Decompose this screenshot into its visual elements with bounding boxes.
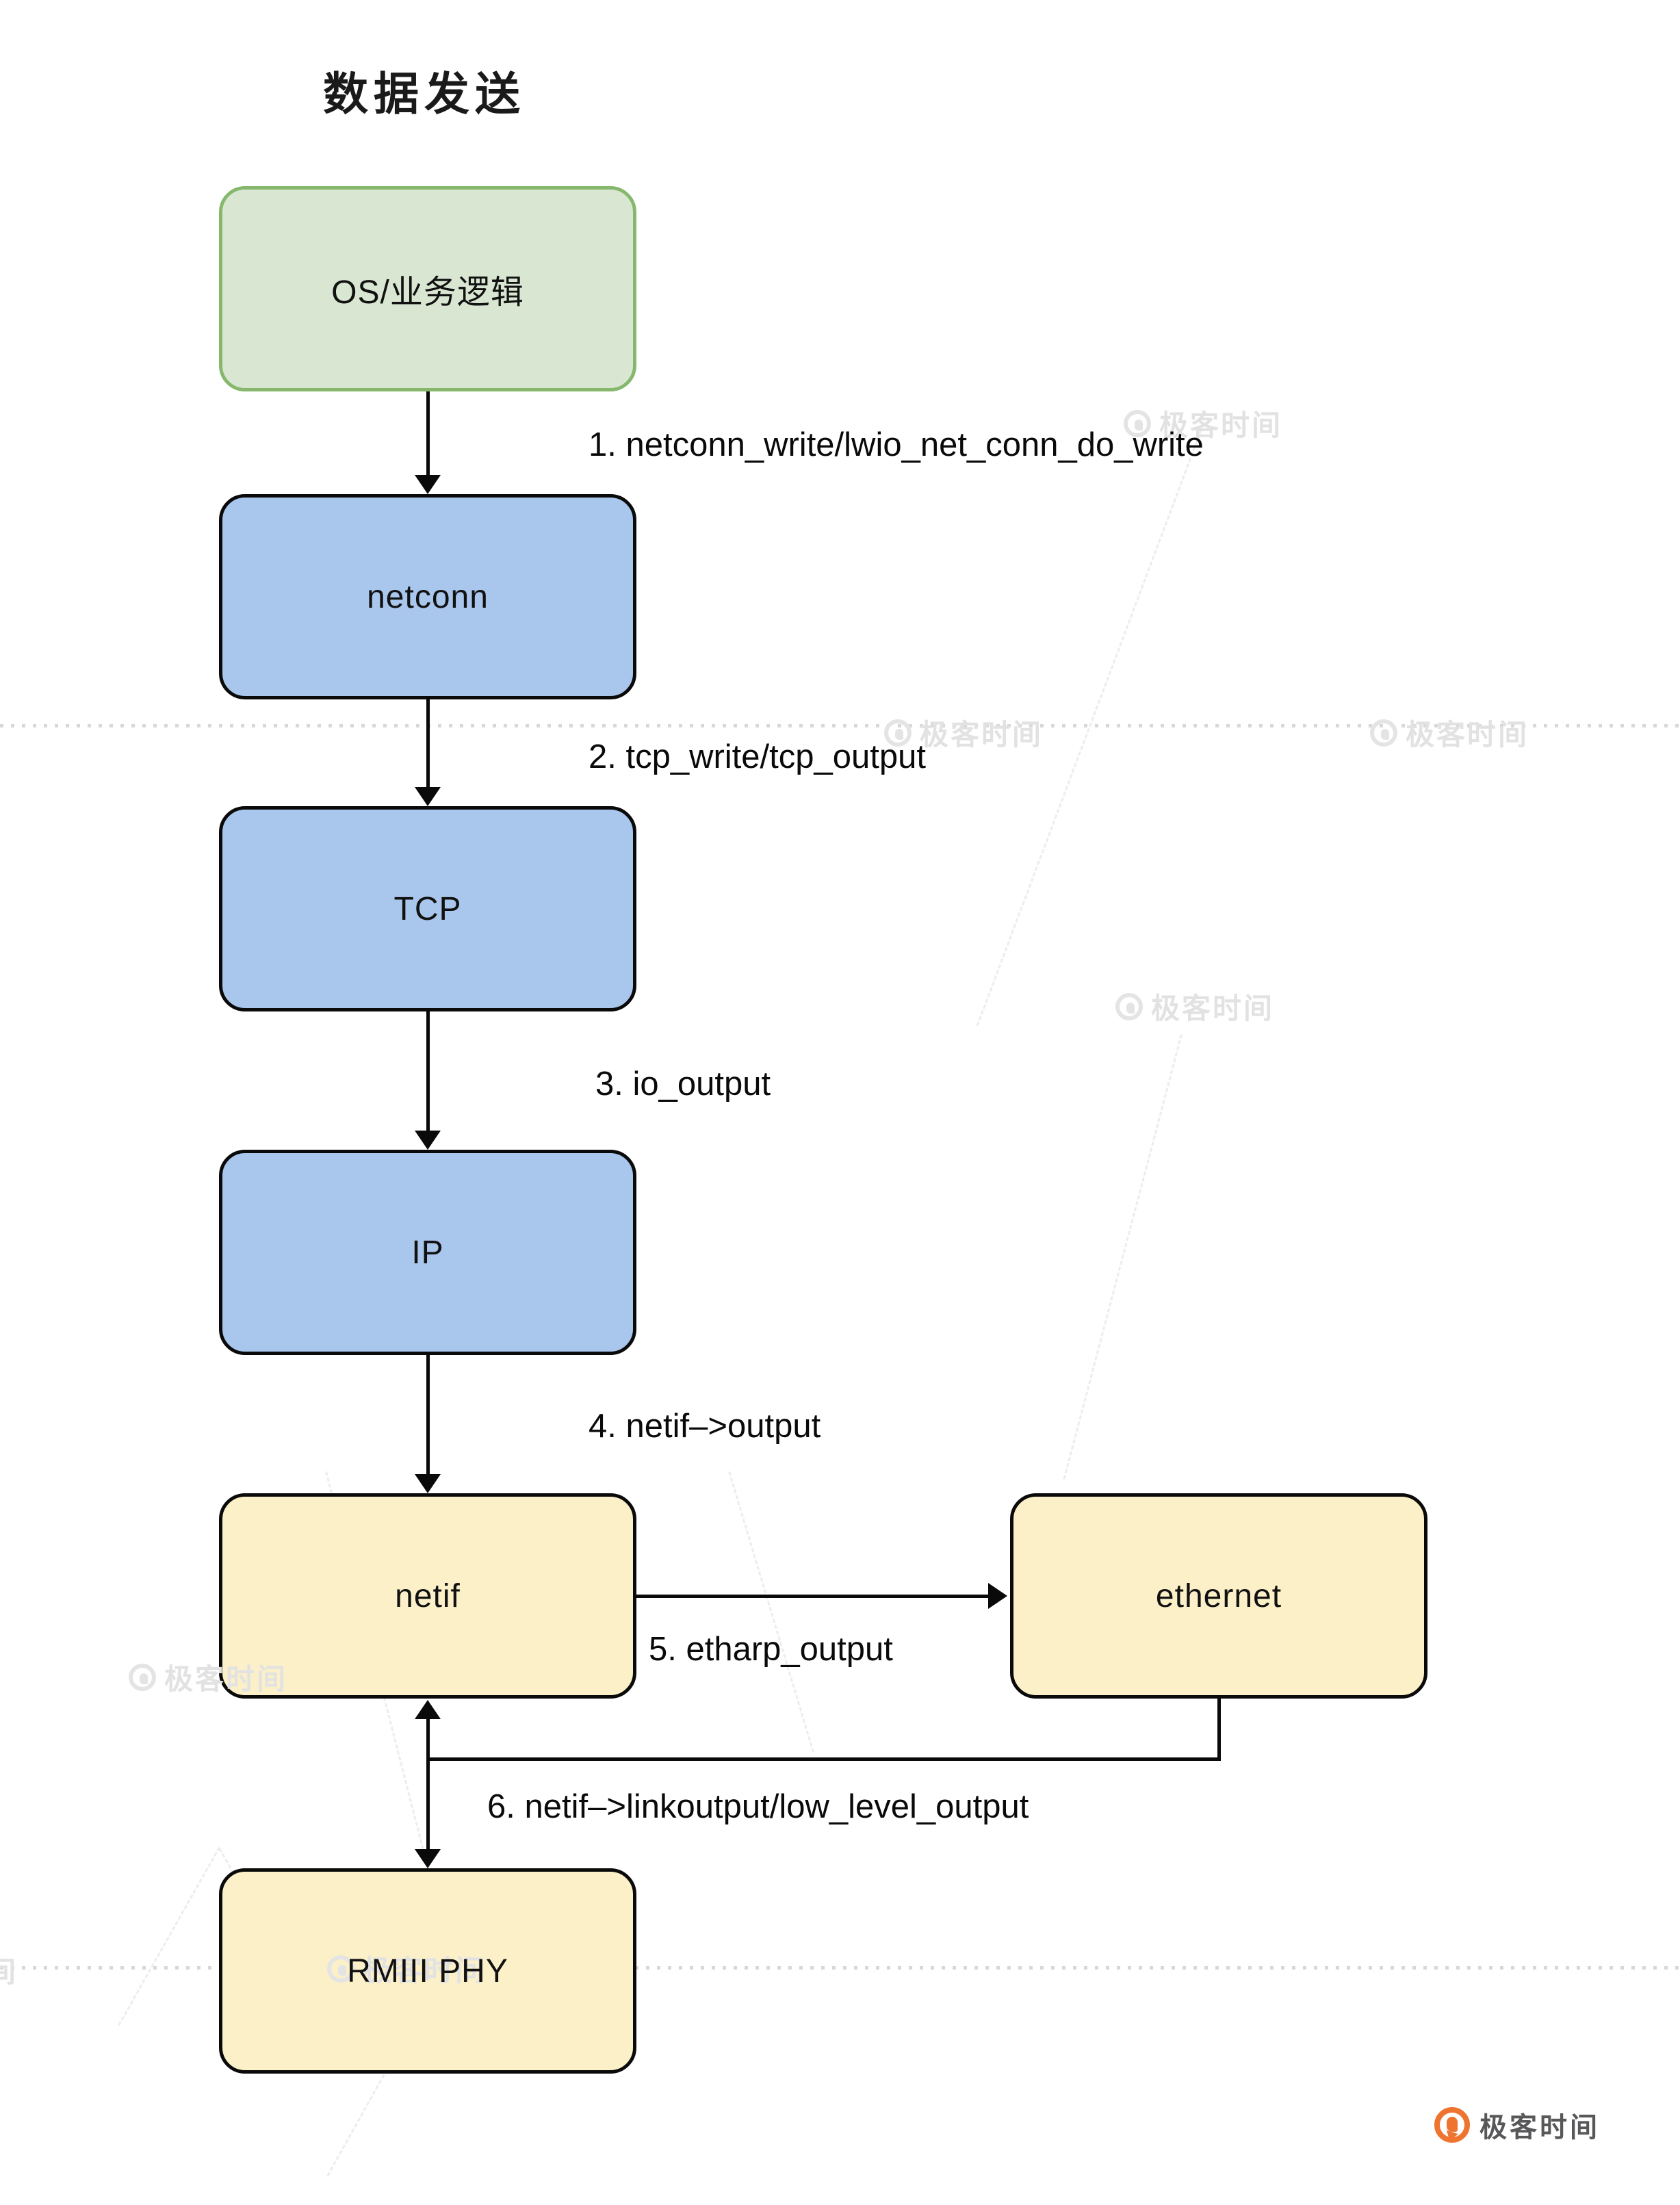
geektime-logo-icon bbox=[884, 719, 912, 747]
geektime-logo-icon bbox=[1124, 409, 1151, 437]
page-title: 数据发送 bbox=[323, 68, 526, 119]
arrowhead-down-icon bbox=[415, 1849, 441, 1868]
watermark-text: 极客时间 bbox=[164, 1663, 288, 1695]
geektime-brand-text: 极客时间 bbox=[1479, 2113, 1600, 2143]
edge-label-1: 1. netconn_write/lwio_net_conn_do_write bbox=[589, 426, 1204, 463]
node-tcp: TCP bbox=[219, 806, 636, 1011]
geektime-logo-icon bbox=[129, 1663, 156, 1691]
node-rmii-phy: RMIII PHY bbox=[219, 1868, 636, 2074]
geektime-logo-icon bbox=[1434, 2107, 1470, 2143]
node-label: IP bbox=[411, 1234, 444, 1271]
arrow-netif-rmii-double bbox=[426, 1716, 430, 1852]
watermark-partial: 时间 bbox=[0, 1949, 18, 1991]
edge-label-3: 3. io_output bbox=[595, 1066, 771, 1102]
arrowhead-up-icon bbox=[415, 1700, 441, 1719]
dotted-guide-line-bottom bbox=[0, 1966, 1680, 1970]
line-return-horizontal bbox=[428, 1757, 1219, 1761]
edge-label-2: 2. tcp_write/tcp_output bbox=[589, 738, 927, 775]
watermark-diagonal-line bbox=[728, 1471, 814, 1753]
watermark: 极客时间 bbox=[1115, 985, 1274, 1027]
dotted-guide-line-top bbox=[0, 724, 1680, 727]
watermark-text: 极客时间 bbox=[1406, 719, 1529, 751]
edge-label-6: 6. netif–>linkoutput/low_level_output bbox=[487, 1788, 1029, 1825]
watermark-diagonal-line bbox=[118, 1846, 220, 2026]
watermark: 极客时间 bbox=[1124, 402, 1282, 444]
watermark-text: 时间 bbox=[0, 1956, 18, 1988]
watermark-text: 极客时间 bbox=[363, 1955, 487, 1987]
node-label: TCP bbox=[393, 890, 462, 927]
arrow-tcp-to-ip bbox=[426, 1011, 430, 1132]
arrow-netif-to-ethernet bbox=[636, 1595, 990, 1598]
arrowhead-down-icon bbox=[415, 1131, 441, 1150]
watermark: 极客时间 bbox=[884, 712, 1043, 753]
geektime-logo-icon bbox=[1370, 719, 1397, 747]
arrow-ip-to-netif bbox=[426, 1355, 430, 1475]
node-ip: IP bbox=[219, 1150, 636, 1355]
watermark: 极客时间 bbox=[327, 1948, 486, 1989]
watermark-text: 极客时间 bbox=[1159, 409, 1283, 441]
arrowhead-down-icon bbox=[415, 475, 441, 494]
node-os-business-logic: OS/业务逻辑 bbox=[219, 186, 636, 391]
arrow-os-to-netconn bbox=[426, 391, 430, 478]
node-ethernet: ethernet bbox=[1010, 1493, 1427, 1699]
arrowhead-down-icon bbox=[415, 1474, 441, 1493]
watermark-text: 极客时间 bbox=[1151, 992, 1275, 1024]
line-ethernet-drop bbox=[1217, 1699, 1221, 1761]
geektime-logo-icon bbox=[327, 1955, 354, 1983]
edge-label-4: 4. netif–>output bbox=[589, 1408, 821, 1445]
geektime-brand: 极客时间 bbox=[1434, 2105, 1600, 2145]
node-netconn: netconn bbox=[219, 494, 636, 699]
node-label: netconn bbox=[367, 578, 489, 615]
watermark: 极客时间 bbox=[1370, 712, 1529, 753]
arrow-netconn-to-tcp bbox=[426, 699, 430, 787]
watermark-text: 极客时间 bbox=[920, 719, 1044, 751]
node-label: ethernet bbox=[1155, 1577, 1282, 1614]
node-netif: netif bbox=[219, 1493, 636, 1699]
arrowhead-down-icon bbox=[415, 787, 441, 806]
node-label: RMIII PHY bbox=[347, 1952, 508, 1989]
edge-label-5: 5. etharp_output bbox=[649, 1631, 893, 1668]
node-label: OS/业务逻辑 bbox=[331, 274, 524, 311]
watermark-diagonal-line bbox=[1063, 1034, 1183, 1480]
geektime-logo-icon bbox=[1115, 992, 1143, 1020]
node-label: netif bbox=[395, 1577, 461, 1614]
arrowhead-right-icon bbox=[988, 1583, 1007, 1609]
watermark: 极客时间 bbox=[129, 1656, 287, 1698]
